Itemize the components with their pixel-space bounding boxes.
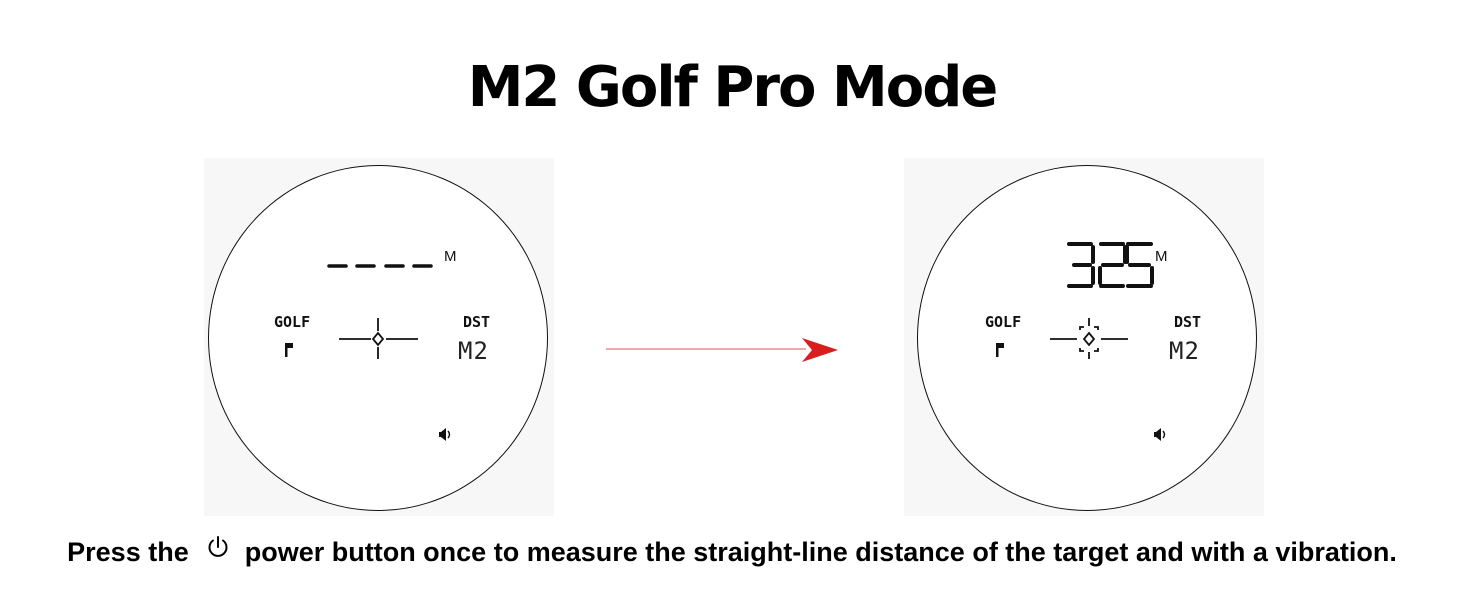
left-scope-view xyxy=(208,165,548,511)
right-golf-label: GOLF xyxy=(985,313,1022,331)
caption-after: power button once to measure the straigh… xyxy=(244,537,1397,567)
distance-digits xyxy=(1067,242,1154,288)
caption-before: Press the xyxy=(67,537,189,567)
left-dst-label: DST xyxy=(463,313,491,331)
flag-icon xyxy=(285,343,293,357)
instruction-caption: Press the power button once to measure th… xyxy=(0,534,1464,572)
right-dst-label: DST xyxy=(1174,313,1202,331)
speaker-icon xyxy=(439,428,451,441)
left-distance-unit: M xyxy=(444,248,457,265)
left-golf-label: GOLF xyxy=(274,313,311,331)
page-title: M2 Golf Pro Mode xyxy=(467,55,999,120)
crosshair-icon xyxy=(339,318,418,359)
right-distance-unit: M xyxy=(1155,248,1168,265)
left-mode-label: M2 xyxy=(458,337,489,365)
power-icon xyxy=(205,533,231,569)
crosshair-icon xyxy=(1050,318,1128,359)
flag-icon xyxy=(996,343,1004,357)
right-mode-label: M2 xyxy=(1169,337,1200,365)
speaker-icon xyxy=(1154,428,1166,441)
right-scope-view xyxy=(917,165,1257,511)
